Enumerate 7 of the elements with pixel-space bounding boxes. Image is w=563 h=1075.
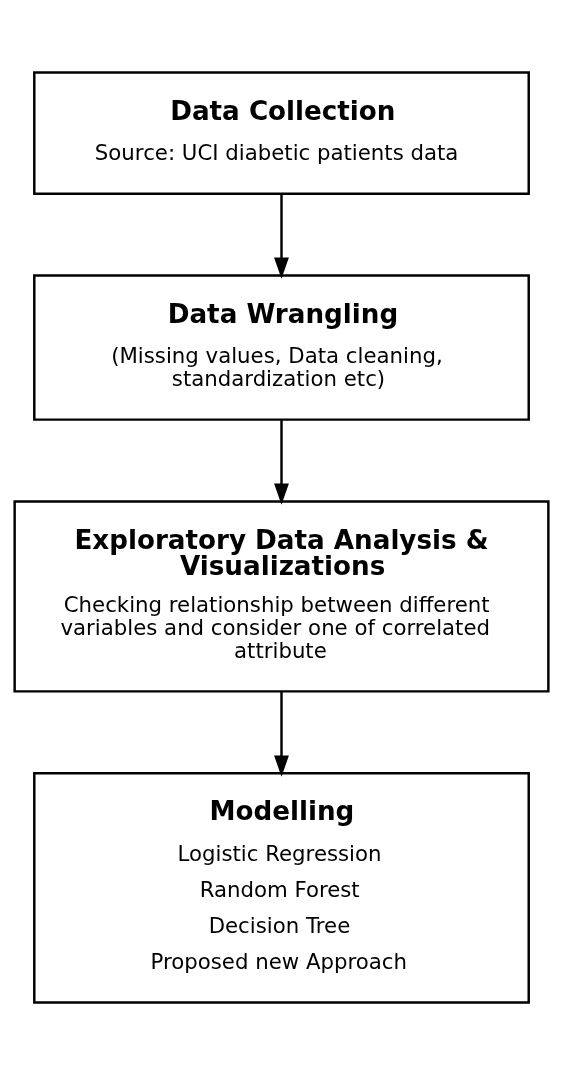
node-box: Modelling Logistic Regression Random Forest Decision Tree Proposed new Approach bbox=[33, 772, 530, 1004]
arrow bbox=[274, 420, 289, 505]
arrow bbox=[274, 194, 289, 279]
node-box: Exploratory Data Analysis & Visualizations Checking relationship between different variables and consider one of correlated attribute bbox=[13, 500, 550, 693]
arrow bbox=[274, 691, 289, 777]
node-box: Data Wrangling (Missing values, Data cleaning, standardization etc) bbox=[33, 274, 530, 421]
node-box: Data Collection Source: UCI diabetic patients data bbox=[33, 71, 530, 195]
